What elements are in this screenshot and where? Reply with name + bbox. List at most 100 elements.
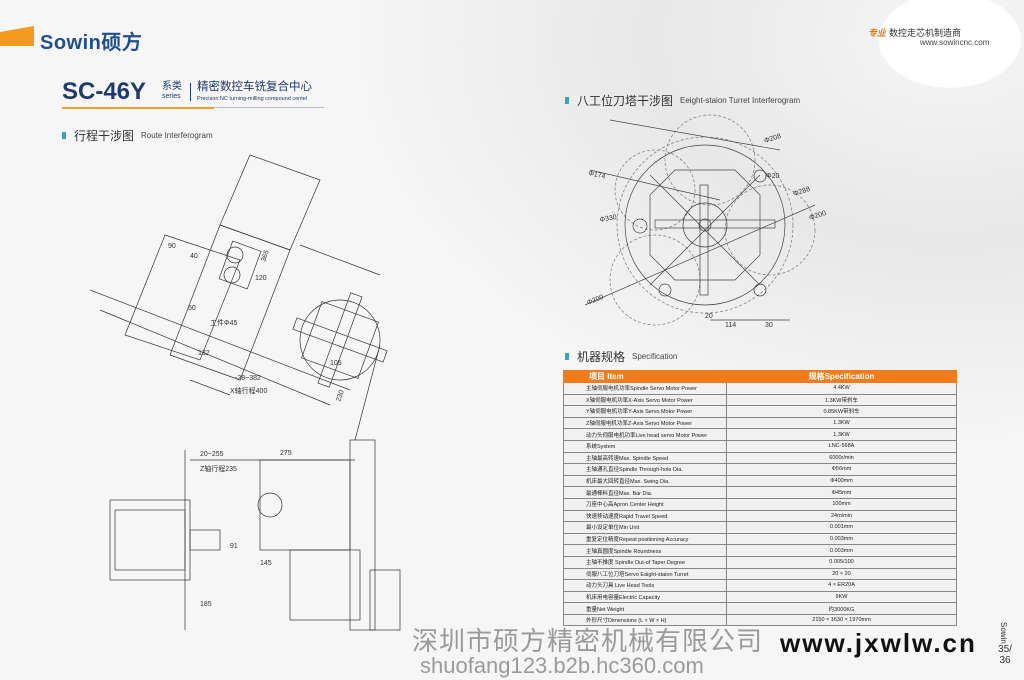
spec-item: 动力头伺服电机功率Live head servo Motor Power xyxy=(563,428,727,441)
section-title-cn: 八工位刀塔干涉图 xyxy=(577,94,674,108)
spec-value: 1.3KW xyxy=(726,428,957,441)
dimension-label: Z轴行程235 xyxy=(200,464,237,473)
spec-value: Φ400mm xyxy=(726,474,957,488)
spec-item: 机床最大回转直径Max. Swing Dia. xyxy=(563,474,727,488)
dimension-label: Φ174 xyxy=(588,170,606,180)
model-title: SC-46Y xyxy=(62,78,147,105)
spec-item: 最小设定单位Min Unit xyxy=(563,521,727,534)
section-marker xyxy=(62,132,66,139)
dimension-label: 365 xyxy=(260,249,271,262)
dimension-label: 105 xyxy=(330,360,342,367)
title-divider xyxy=(190,83,191,101)
dimension-label: 120 xyxy=(255,275,267,282)
spec-item: 动力头刀具 Live Head Tools xyxy=(563,579,727,592)
spec-item: 主轴伺服电机功率Spindle Servo Motor Power xyxy=(563,382,727,395)
dimension-label: X轴行程400 xyxy=(230,386,267,395)
spec-value: 4 × ER20A xyxy=(726,579,957,592)
dimension-label: 20~255 xyxy=(200,451,224,458)
spec-value: 约3000KG xyxy=(726,602,957,615)
dimension-label: 185 xyxy=(200,601,212,608)
dimension-label: 230 xyxy=(335,389,346,402)
section-route-heading: 行程干涉图 Route Interferogram xyxy=(62,127,213,144)
section-title-en: Route Interferogram xyxy=(141,131,213,140)
spec-item: Z轴伺服电机功率Z-Axis Servo Motor Power xyxy=(563,416,727,430)
dimension-label: 91 xyxy=(230,543,238,550)
spec-table-header: 项目 Item 规格Specification xyxy=(563,370,957,383)
section-spec-heading: 机器规格 Specification xyxy=(565,348,677,365)
table-row: 最通棒料直径Max. Bar Dia.Φ45mm xyxy=(563,486,957,499)
section-title-cn: 行程干涉图 xyxy=(74,129,135,143)
spec-item: 系统System xyxy=(563,439,727,453)
dimension-label: Φ208 xyxy=(763,133,782,145)
spec-value: 1.3KW带刹车 xyxy=(726,393,957,407)
spec-value: 0.003mm xyxy=(726,544,957,557)
spec-item: 主轴真圆度Spindle Roundness xyxy=(563,544,727,557)
column-header-item: 项目 Item xyxy=(563,370,727,383)
section-title-cn: 机器规格 xyxy=(577,350,626,364)
dimension-label: -28~382 xyxy=(235,375,261,382)
spec-value: Φ56mm xyxy=(726,463,957,476)
dimension-label: Φ288 xyxy=(792,186,811,198)
spec-value: 100mm xyxy=(726,497,957,511)
section-title-en: Eeight-staion Turret Interferogram xyxy=(680,96,801,105)
section-turret-heading: 八工位刀塔干涉图 Eeight-staion Turret Interferogr… xyxy=(565,92,800,109)
spec-item: 快速移动速度Rapid Travel Speed xyxy=(563,509,727,523)
spec-value: 0.001mm xyxy=(726,521,957,534)
dimension-label: 40 xyxy=(190,253,198,260)
section-marker xyxy=(565,97,569,104)
title-underline xyxy=(62,107,214,109)
table-row: 外形尺寸Dimensions (L × W × H)2150 × 1630 × … xyxy=(563,613,957,627)
spec-item: 机床用电容量Electric Capacity xyxy=(563,590,727,604)
dimension-label: Φ20 xyxy=(766,173,779,180)
upper-route-drawing xyxy=(90,154,388,441)
table-row: 主轴通孔直径Spindle Through-hole Dia.Φ56mm xyxy=(563,463,957,476)
product-title-en: Precison NC turning-milling compound cen… xyxy=(197,96,308,102)
dimension-label: 工件Φ45 xyxy=(210,318,237,327)
page-brand: Sowin xyxy=(999,622,1008,644)
page-numbers: 35/36 xyxy=(998,643,1012,666)
series-en: series xyxy=(162,93,181,100)
spec-table: 项目 Item 规格Specification 主轴伺服电机功率Spindle … xyxy=(563,370,957,627)
dimension-label: 20 xyxy=(705,313,713,320)
section-title-en: Specification xyxy=(632,352,678,361)
dimension-label: Φ200 xyxy=(586,294,605,307)
spec-value: 6000r/min xyxy=(726,451,957,465)
dimension-label: 50 xyxy=(188,305,196,312)
dimension-label: 30 xyxy=(765,322,773,329)
column-header-spec: 规格Specification xyxy=(726,370,957,383)
watermark-company: 深圳市硕方精密机械有限公司 xyxy=(412,626,764,656)
section-marker xyxy=(565,353,569,360)
spec-value: 24m/min xyxy=(726,509,957,523)
spec-item: X轴伺服电机功率X-Axis Servo Motor Power xyxy=(563,393,727,407)
lower-route-drawing xyxy=(109,439,401,631)
series-cn: 系类 xyxy=(162,81,182,92)
spec-item: 最通棒料直径Max. Bar Dia. xyxy=(563,486,727,499)
dimension-label: 114 xyxy=(725,322,736,329)
spec-item: 刀座中心高Apron Center Height xyxy=(563,497,727,511)
spec-item: 主轴通孔直径Spindle Through-hole Dia. xyxy=(563,463,727,476)
spec-value: 1.3KW xyxy=(726,416,957,430)
watermark-site: www.jxwlw.cn xyxy=(780,628,977,658)
spec-value: 0.85KW带刹车 xyxy=(726,405,957,418)
dimension-label: 132 xyxy=(198,350,210,357)
tagline-text: 数控走芯机制造商 xyxy=(889,28,962,38)
website-link[interactable]: www.sowincnc.com xyxy=(920,38,990,47)
brand-logo: Sowin硕方 xyxy=(40,32,143,54)
spec-item: 重复定位精度Repeat positioning Accuracy xyxy=(563,532,727,546)
